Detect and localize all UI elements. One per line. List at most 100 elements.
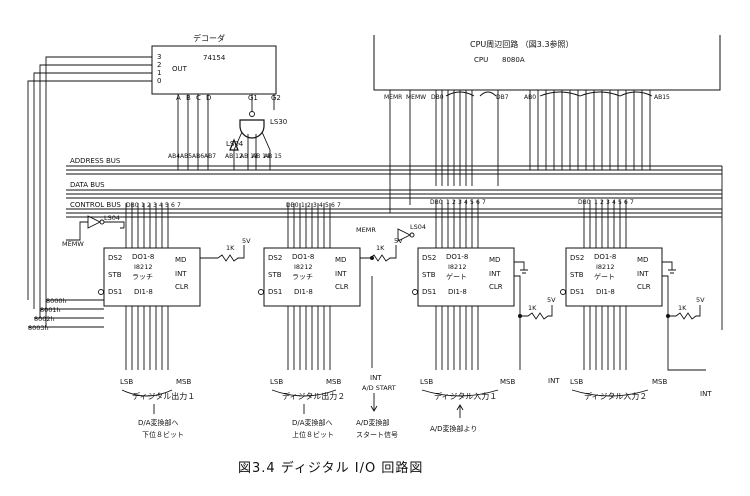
chip2-db1: 1 — [301, 202, 305, 209]
chip4-resistor-label: 1K — [678, 304, 687, 312]
chip4-db3: 3 — [606, 199, 610, 206]
chip4-part: I8212 — [596, 263, 614, 271]
chip2-clr: CLR — [335, 283, 349, 291]
address-bus — [66, 165, 722, 175]
chip4-int-out: INT — [700, 390, 712, 398]
chip2-func: ラッチ — [292, 273, 313, 281]
decoder-box — [151, 45, 277, 95]
chip1-box — [103, 247, 201, 307]
chip2-lsb: LSB — [270, 378, 283, 386]
chip3-msb: MSB — [500, 378, 515, 386]
chip4-lsb: LSB — [570, 378, 583, 386]
cpu-db0: DB0 — [431, 94, 444, 101]
chip2-ds1: DS1 — [268, 288, 282, 296]
decoder-address-lines — [177, 94, 209, 170]
chip2-db5: 5 — [325, 202, 329, 209]
ab14-label: AB 14 — [252, 153, 270, 160]
ab4-label: AB4 — [168, 153, 180, 160]
ad-start-note-1: A/D変換部 — [356, 418, 390, 427]
chip4-ds1: DS1 — [570, 288, 584, 296]
cpu-bus-break-marks — [445, 91, 653, 97]
chip2-data-out-lines — [287, 306, 331, 370]
chip3-db2: 2 — [452, 199, 456, 206]
chip3-part: I8212 — [448, 263, 466, 271]
decoder-en-g1: G1 — [248, 94, 258, 102]
chip3-db5: 5 — [470, 199, 474, 206]
chip4-do: DO1-8 — [594, 253, 616, 261]
chip1-clr: CLR — [175, 283, 189, 291]
memr-inverter — [397, 228, 412, 242]
ad-start-label: A/D START — [362, 384, 396, 392]
chip3-md: MD — [489, 256, 500, 264]
nand-gate-ls30 — [239, 119, 265, 139]
chip1-brace — [121, 389, 173, 397]
chip4-db7: 7 — [630, 199, 634, 206]
nand-part-label: LS30 — [270, 118, 287, 126]
chip4-db4: 4 — [612, 199, 616, 206]
cpu-address-drops — [529, 90, 651, 170]
chip1-supply-label: 5V — [242, 237, 251, 245]
port-8003h: 8003h — [28, 324, 49, 332]
nand-to-bus-lines — [233, 150, 271, 170]
chip4-di: DI1-8 — [596, 288, 615, 296]
chip4-db5: 5 — [618, 199, 622, 206]
chip3-note-arrow — [456, 404, 464, 418]
chip1-data-out-lines — [125, 306, 169, 370]
chip1-note-1: D/A変換部へ — [138, 418, 179, 427]
chip1-lsb: LSB — [120, 378, 133, 386]
chip4-clr: CLR — [637, 283, 651, 291]
chip4-func: ゲート — [594, 272, 615, 281]
chip3-resistor-label: 1K — [528, 304, 537, 312]
decoder-output-lines — [27, 56, 152, 327]
chip2-supply-label: 5V — [394, 237, 403, 245]
chip3-db0: DB0 — [430, 199, 443, 206]
port-8000h: 8000h — [46, 297, 67, 305]
chip1-name: ディジタル出力１ — [132, 391, 195, 401]
cpu-data-control-drops — [389, 90, 499, 213]
chip1-di: DI1-8 — [134, 288, 153, 296]
chip2-int: INT — [335, 270, 347, 278]
decoder-in-d: D — [206, 94, 211, 102]
chip3-di: DI1-8 — [448, 288, 467, 296]
cpu-label: CPU — [474, 56, 488, 64]
ab13-label: AB 13 — [240, 153, 258, 160]
chip4-supply-label: 5V — [696, 296, 705, 304]
data-bus — [66, 189, 722, 199]
ab7-label: AB7 — [204, 153, 216, 160]
chip2-part: I8212 — [294, 263, 312, 271]
chip-digital-in-2: DB0 1 2 3 4 5 6 7 DS2 STB DS1 DO1-8 I821… — [560, 199, 712, 401]
chip3-ds1: DS1 — [422, 288, 436, 296]
chip1-db4: 4 — [159, 202, 163, 209]
decoder-in-a: A — [176, 94, 181, 102]
inverter-1-label: LS04 — [104, 214, 120, 222]
chip-digital-in-1: DB0 1 2 3 4 5 6 7 DS2 STB DS1 DO1-8 I821… — [412, 199, 560, 433]
decoder-title: デコーダ — [193, 33, 225, 43]
chip2-ds2: DS2 — [268, 254, 282, 262]
decoder-out-2: 2 — [157, 61, 161, 69]
chip3-lsb: LSB — [420, 378, 433, 386]
chip3-supply-label: 5V — [547, 296, 556, 304]
chip1-db2: 2 — [147, 202, 151, 209]
chip4-box — [565, 247, 663, 307]
chip1-msb: MSB — [176, 378, 191, 386]
chip4-resistor — [662, 275, 701, 320]
chip4-ds1-bubble — [560, 289, 566, 295]
chip2-db2: 2 — [307, 202, 311, 209]
chip2-resistor — [360, 245, 397, 262]
figure-caption: 図3.4 ディジタル I/O 回路図 — [238, 460, 423, 476]
ad-start-arrow — [370, 393, 378, 412]
chip1-do: DO1-8 — [132, 253, 154, 261]
chip3-brace — [421, 389, 499, 397]
ad-start-node — [370, 256, 374, 260]
chip3-data-lines — [435, 200, 479, 248]
chip4-name: ディジタル入力２ — [584, 391, 647, 401]
chip1-db6: 6 — [171, 202, 175, 209]
chip1-db1: 1 — [141, 202, 145, 209]
chip3-db6: 6 — [476, 199, 480, 206]
ad-start-note-2: スタート信号 — [356, 430, 398, 439]
chip3-db7: 7 — [482, 199, 486, 206]
address-bus-label: ADDRESS BUS — [70, 157, 121, 165]
chip4-data-in-lines — [583, 306, 627, 370]
chip1-note-2: 下位８ビット — [142, 430, 184, 439]
